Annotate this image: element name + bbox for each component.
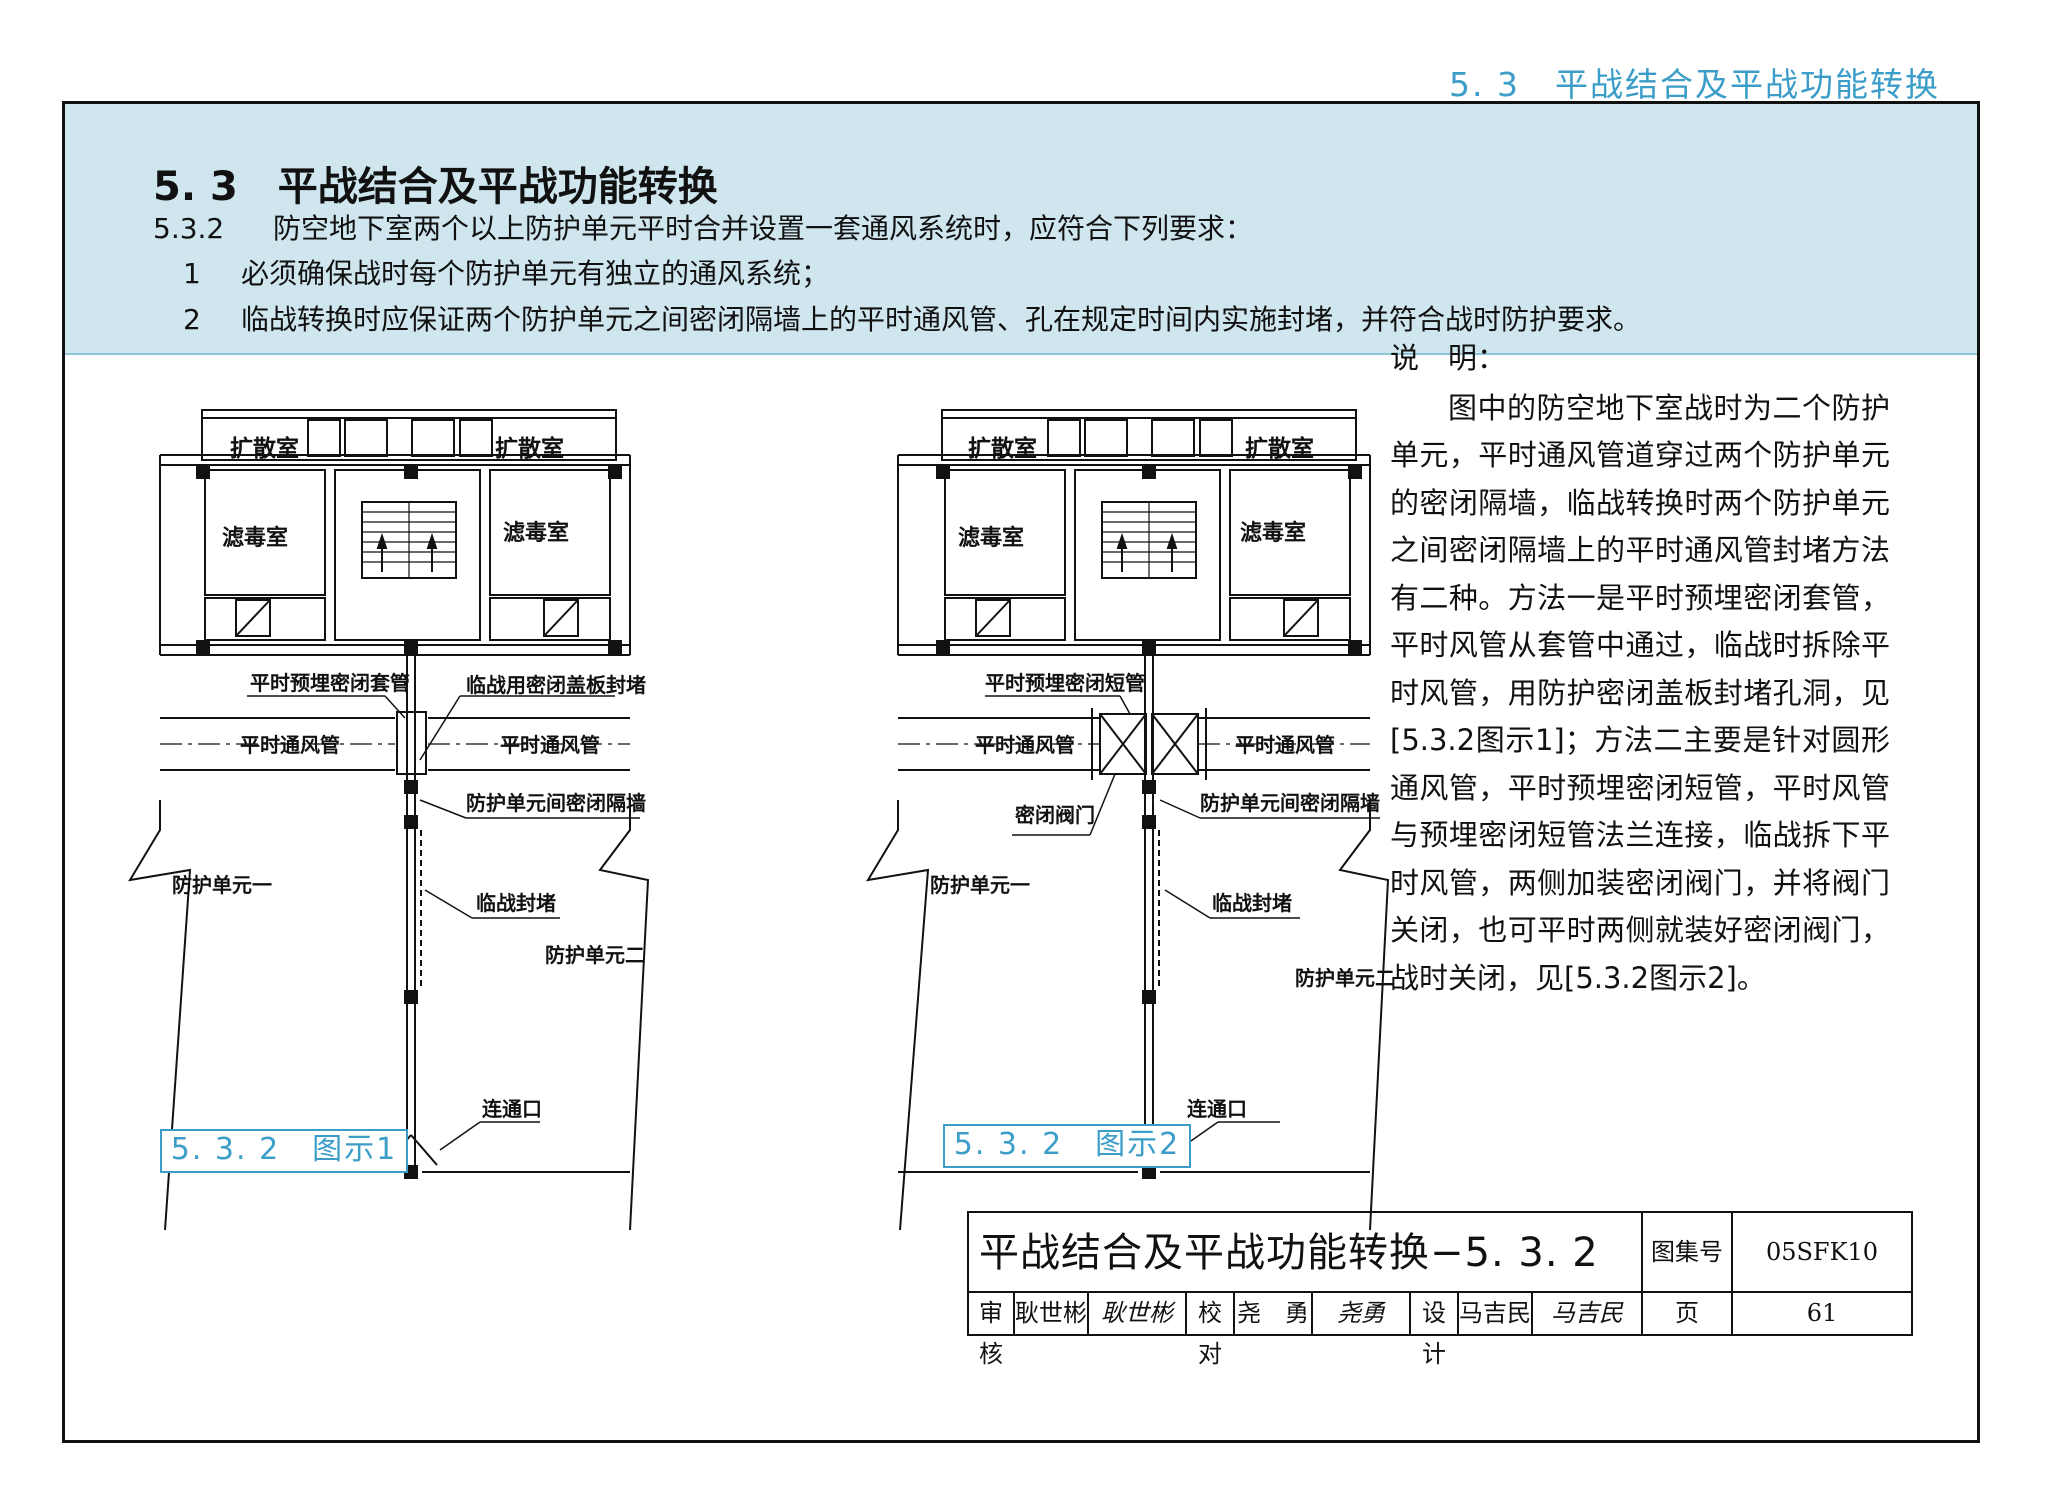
cover-plate-label: 临战用密闭盖板封堵: [466, 673, 646, 697]
review-signature: 耿世彬: [1087, 1291, 1187, 1336]
drawing-frame: 5. 3 平战结合及平战功能转换 5.3.2 防空地下室两个以上防护单元平时合并设…: [62, 101, 1980, 1443]
seal-label: 临战封堵: [476, 891, 556, 915]
review-label: 审核: [967, 1291, 1015, 1368]
filter-room-label: 滤毒室: [503, 520, 569, 546]
seal-label: 临战封堵: [1212, 891, 1292, 915]
sleeve-label: 平时预埋密闭套管: [250, 671, 410, 695]
valve-label: 密闭阀门: [1015, 803, 1095, 827]
unit-one-label: 防护单元一: [172, 873, 272, 897]
requirement-item: 2 临战转换时应保证两个防护单元之间密闭隔墙上的平时通风管、孔在规定时间内实施封堵…: [183, 298, 1641, 338]
requirements-band: 5. 3 平战结合及平战功能转换 5.3.2 防空地下室两个以上防护单元平时合并设…: [65, 104, 1977, 355]
partition-wall-label: 防护单元间密闭隔墙: [1200, 791, 1380, 815]
duct-label: 平时通风管: [500, 733, 600, 757]
title-block: 平战结合及平战功能转换−5. 3. 2 图集号 05SFK10 审核 耿世彬 耿…: [967, 1211, 1913, 1368]
notes: 说 明： 图中的防空地下室战时为二个防护单元，平时通风管道穿过两个防护单元的密闭…: [1390, 335, 1890, 1002]
clause-text: 防空地下室两个以上防护单元平时合并设置一套通风系统时，应符合下列要求：: [273, 212, 1254, 245]
check-signature: 尧勇: [1311, 1291, 1411, 1336]
duct-label: 平时通风管: [240, 733, 340, 757]
unit-two-label: 防护单元二: [545, 943, 645, 967]
diffusion-room-label: 扩散室: [495, 435, 564, 462]
unit-two-label: 防护单元二: [1295, 966, 1395, 990]
item-text: 必须确保战时每个防护单元有独立的通风系统；: [241, 257, 830, 290]
drawing-title: 平战结合及平战功能转换−5. 3. 2: [967, 1211, 1643, 1293]
filter-room-label: 滤毒室: [222, 525, 288, 551]
atlas-label: 图集号: [1641, 1211, 1733, 1293]
item-text: 临战转换时应保证两个防护单元之间密闭隔墙上的平时通风管、孔在规定时间内实施封堵，…: [241, 303, 1642, 336]
figure-2-caption: 5. 3. 2 图示2: [943, 1124, 1191, 1168]
design-signature: 马吉民: [1531, 1291, 1643, 1336]
page-number: 61: [1731, 1291, 1913, 1336]
figure-1-labels: 扩散室 扩散室 滤毒室 滤毒室 平时预埋密闭套管 临战用密闭盖板封堵 平时通风管…: [172, 435, 646, 1121]
notes-title: 说 明：: [1390, 341, 1507, 375]
diffusion-room-label: 扩散室: [1245, 435, 1314, 462]
figure-2-plan: [866, 409, 1390, 1231]
duct-label: 平时通风管: [975, 733, 1075, 757]
section-title: 5. 3 平战结合及平战功能转换: [153, 164, 718, 210]
filter-room-label: 滤毒室: [1240, 520, 1306, 546]
figure-1-caption: 5. 3. 2 图示1: [160, 1129, 408, 1173]
page-label: 页: [1641, 1291, 1733, 1336]
atlas-number: 05SFK10: [1731, 1211, 1913, 1293]
diffusion-room-label: 扩散室: [968, 435, 1037, 462]
unit-one-label: 防护单元一: [930, 873, 1030, 897]
design-label: 设计: [1409, 1291, 1459, 1368]
filter-room-label: 滤毒室: [958, 525, 1024, 551]
clause-number: 5.3.2: [153, 212, 225, 245]
partition-wall-label: 防护单元间密闭隔墙: [466, 791, 646, 815]
short-pipe-label: 平时预埋密闭短管: [985, 671, 1145, 695]
review-name: 耿世彬: [1013, 1291, 1089, 1336]
check-label: 校对: [1185, 1291, 1235, 1368]
diffusion-room-label: 扩散室: [230, 435, 299, 462]
design-name: 马吉民: [1457, 1291, 1533, 1336]
requirement-item: 1 必须确保战时每个防护单元有独立的通风系统；: [183, 252, 829, 292]
figure-1-plan: [128, 409, 650, 1231]
connecting-door-label: 连通口: [1187, 1097, 1247, 1121]
clause-heading: 5.3.2 防空地下室两个以上防护单元平时合并设置一套通风系统时，应符合下列要求：: [153, 207, 1253, 247]
duct-label: 平时通风管: [1235, 733, 1335, 757]
check-name: 尧 勇: [1233, 1291, 1313, 1336]
item-number: 2: [183, 303, 201, 336]
connecting-door-label: 连通口: [482, 1097, 542, 1121]
figure-2-labels: 扩散室 扩散室 滤毒室 滤毒室 平时预埋密闭短管 平时通风管 平时通风管 密闭阀…: [930, 435, 1395, 1121]
notes-body: 图中的防空地下室战时为二个防护单元，平时通风管道穿过两个防护单元的密闭隔墙，临战…: [1390, 390, 1890, 995]
running-head: 5. 3 平战结合及平战功能转换: [1449, 65, 1940, 104]
item-number: 1: [183, 257, 201, 290]
